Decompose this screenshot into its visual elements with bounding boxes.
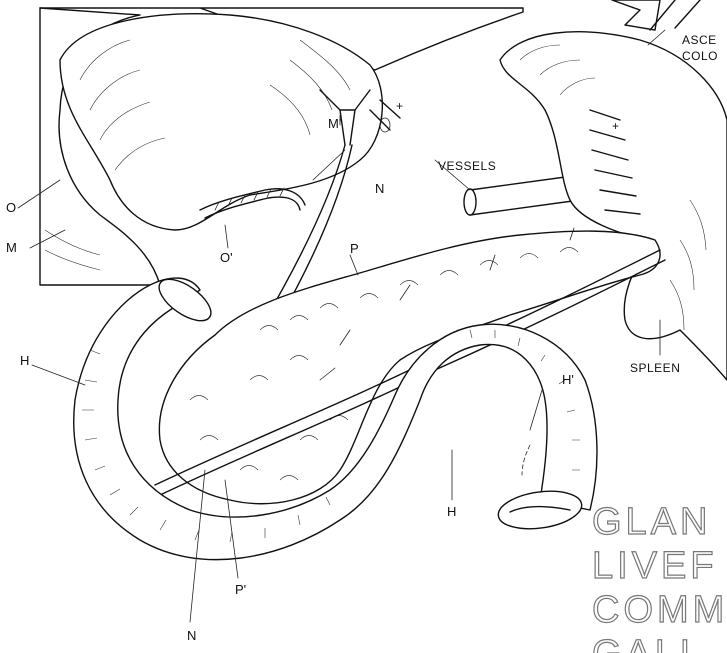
- label-m-prime: M': [328, 116, 341, 131]
- dagger-spleen: +: [612, 119, 620, 133]
- label-p: P: [350, 241, 359, 256]
- label-h-bottom: H: [447, 504, 456, 519]
- liver: [40, 8, 523, 285]
- title-line-4: GALL: [592, 633, 705, 653]
- arrow-icon: [612, 0, 700, 30]
- label-h-left: H: [20, 353, 29, 368]
- label-colo: COLO: [682, 49, 718, 63]
- dagger-vessels: +: [396, 99, 404, 113]
- label-o: O: [6, 200, 16, 215]
- label-h-prime: H': [562, 372, 574, 387]
- title-line-1: GLAN: [592, 501, 711, 543]
- label-n-top: N: [375, 181, 384, 196]
- title-line-3: COMM: [592, 589, 727, 631]
- title-line-2: LIVEF: [592, 545, 718, 587]
- label-spleen: SPLEEN: [630, 361, 680, 375]
- label-m: M: [6, 240, 17, 255]
- label-p-prime: P': [235, 582, 246, 597]
- label-asce: ASCE: [682, 33, 717, 47]
- label-n-bottom: N: [187, 628, 196, 643]
- label-o-prime: O': [220, 250, 233, 265]
- label-vessels: VESSELS: [438, 159, 496, 173]
